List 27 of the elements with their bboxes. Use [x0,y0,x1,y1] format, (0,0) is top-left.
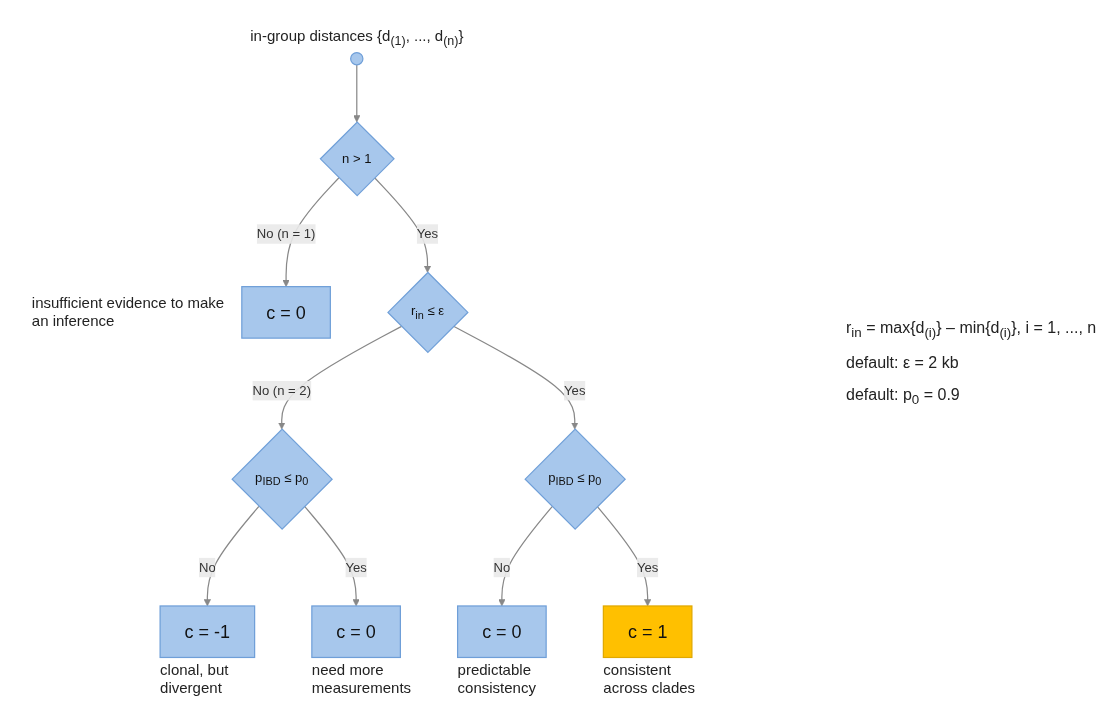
node-circle [350,51,364,66]
node-box: c = 0 [241,286,331,339]
edge-label: Yes [416,226,439,241]
arrow [303,505,360,607]
note-text: default: p$_{0}$ = 0.9 [846,386,961,408]
node-box: c = 1 [602,605,693,659]
note-text: default: ε = 2 kb [846,354,960,372]
node-diamond: p$_{IBD}$ ≤ p$_{0}$ [524,428,626,530]
edge-label: No (n = 1) [256,226,316,241]
arrow [374,177,432,273]
arrow [203,505,260,607]
node-diamond: p$_{IBD}$ ≤ p$_{0}$ [231,428,333,530]
node-box: c = 0 [311,605,401,659]
arrow [596,505,652,607]
edge-label: Yes [564,383,586,398]
node-box: c = 0 [457,605,547,659]
arrow [353,64,361,123]
edge-label: No [493,560,511,575]
edge-label: Yes [636,560,659,575]
note-text: r$_{in}$ = max{d$_{(i)}$} – min{d$_{(i)}$}, i = 1, ..., n [846,318,1098,340]
node-box: c = -1 [159,605,256,659]
edge-label: No [199,560,216,575]
edge-label: Yes [345,560,367,575]
edge-label: No (n = 2) [252,383,311,398]
node-diamond: r$_{in}$ ≤ ε [387,271,469,354]
arrow [498,505,553,607]
node-diamond: n > 1 [319,121,395,197]
